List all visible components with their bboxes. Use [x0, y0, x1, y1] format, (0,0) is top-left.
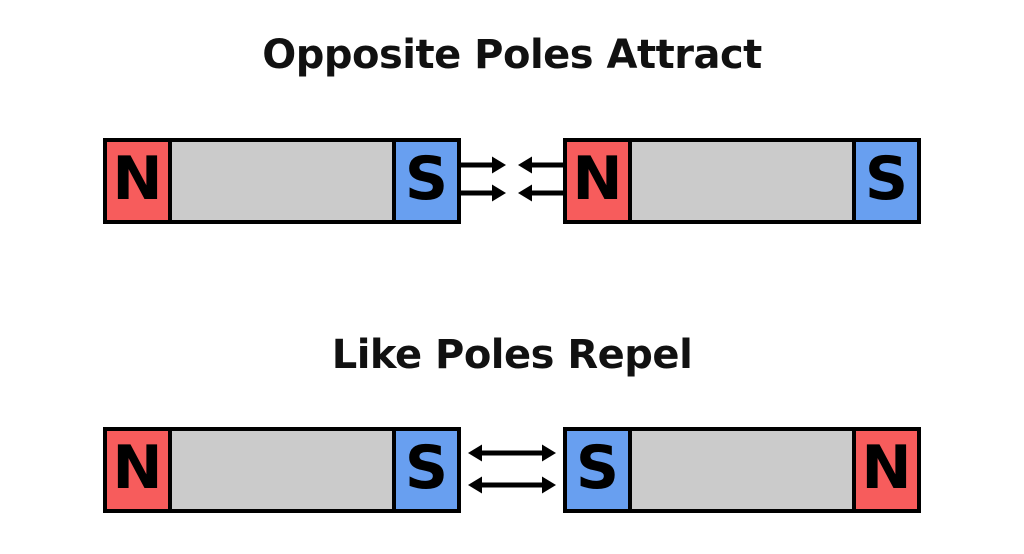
repel-section-title: Like Poles Repel [331, 332, 693, 378]
attract-right-magnet: N S [563, 138, 921, 224]
double-headed-arrow-icon [468, 476, 556, 494]
left-arrow-icon [518, 156, 563, 174]
right-arrow-icon [461, 156, 506, 174]
magnet-body [632, 431, 852, 509]
repel-left-magnet: N S [103, 427, 461, 513]
left-arrow-icon [518, 184, 563, 202]
south-pole-label: S [864, 144, 909, 214]
south-pole: S [392, 431, 457, 509]
north-pole-label: N [112, 144, 163, 214]
double-headed-arrow-icon [468, 444, 556, 462]
south-pole-label: S [575, 433, 620, 503]
north-pole-label: N [112, 433, 163, 503]
north-pole-label: N [572, 144, 623, 214]
north-pole: N [107, 142, 172, 220]
north-pole: N [852, 431, 917, 509]
attract-section-title: Opposite Poles Attract [262, 32, 762, 78]
attract-left-magnet: N S [103, 138, 461, 224]
south-pole: S [567, 431, 632, 509]
south-pole-label: S [404, 144, 449, 214]
south-pole: S [392, 142, 457, 220]
attract-arrows [461, 156, 563, 202]
magnet-body [172, 142, 392, 220]
magnet-body [632, 142, 852, 220]
magnet-body [172, 431, 392, 509]
repel-arrows [468, 444, 556, 494]
repel-right-magnet: S N [563, 427, 921, 513]
south-pole: S [852, 142, 917, 220]
right-arrow-icon [461, 184, 506, 202]
south-pole-label: S [404, 433, 449, 503]
north-pole: N [567, 142, 632, 220]
north-pole: N [107, 431, 172, 509]
north-pole-label: N [861, 433, 912, 503]
